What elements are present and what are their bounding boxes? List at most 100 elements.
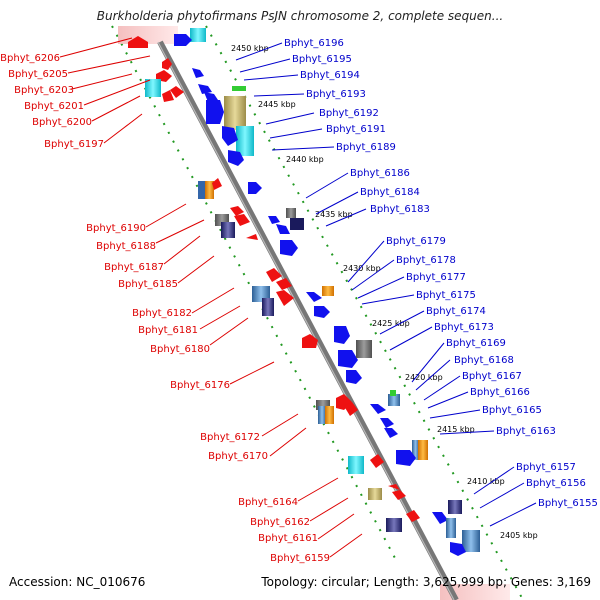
gene-label-right[interactable]: Bphyt_6178 <box>396 255 456 266</box>
gene-arrow[interactable] <box>128 36 148 48</box>
gene-label-left[interactable]: Bphyt_6180 <box>150 344 210 355</box>
gene-arrow[interactable] <box>380 418 394 428</box>
gene-block[interactable] <box>316 400 330 410</box>
gene-block[interactable] <box>236 126 254 156</box>
gene-block[interactable] <box>262 298 274 316</box>
gene-block[interactable] <box>446 518 456 538</box>
gene-arrow[interactable] <box>162 58 172 70</box>
gene-label-left[interactable]: Bphyt_6206 <box>0 53 60 64</box>
gene-arrow[interactable] <box>370 454 384 468</box>
gene-label-right[interactable]: Bphyt_6183 <box>370 204 430 215</box>
gene-block[interactable] <box>221 222 235 238</box>
gene-label-left[interactable]: Bphyt_6162 <box>250 517 310 528</box>
gene-arrow[interactable] <box>392 490 406 500</box>
gene-label-left[interactable]: Bphyt_6187 <box>104 262 164 273</box>
gene-label-left[interactable]: Bphyt_6200 <box>32 117 92 128</box>
gene-block[interactable] <box>386 518 402 532</box>
gene-arrow[interactable] <box>388 484 400 490</box>
gene-label-left[interactable]: Bphyt_6188 <box>96 241 156 252</box>
gene-arrow[interactable] <box>276 278 292 290</box>
gene-label-left[interactable]: Bphyt_6182 <box>132 308 192 319</box>
gene-arrow[interactable] <box>276 290 294 306</box>
gene-arrow[interactable] <box>228 150 244 166</box>
gene-label-left[interactable]: Bphyt_6203 <box>14 85 74 96</box>
gene-arrow[interactable] <box>170 86 184 98</box>
gene-label-right[interactable]: Bphyt_6189 <box>336 142 396 153</box>
gene-block[interactable] <box>356 340 372 358</box>
gene-arrow[interactable] <box>268 216 280 224</box>
gene-arrow[interactable] <box>370 404 386 414</box>
gene-label-right[interactable]: Bphyt_6165 <box>482 405 542 416</box>
gene-arrow[interactable] <box>248 182 262 194</box>
gene-arrow[interactable] <box>334 326 350 344</box>
gene-label-left[interactable]: Bphyt_6161 <box>258 533 318 544</box>
gene-label-right[interactable]: Bphyt_6184 <box>360 187 420 198</box>
gene-arrow[interactable] <box>344 402 358 416</box>
gene-arrow[interactable] <box>230 206 244 216</box>
gene-label-right[interactable]: Bphyt_6163 <box>496 426 556 437</box>
gene-block[interactable] <box>232 86 246 91</box>
gene-block[interactable] <box>190 28 206 42</box>
gene-block[interactable] <box>418 440 428 460</box>
gene-arrow[interactable] <box>212 178 222 190</box>
gene-block[interactable] <box>145 79 161 97</box>
gene-label-left[interactable]: Bphyt_6201 <box>24 101 84 112</box>
gene-arrow[interactable] <box>206 100 224 124</box>
gene-label-left[interactable]: Bphyt_6205 <box>8 69 68 80</box>
gene-label-left[interactable]: Bphyt_6172 <box>200 432 260 443</box>
gene-label-left[interactable]: Bphyt_6190 <box>86 223 146 234</box>
gene-arrow[interactable] <box>396 450 416 466</box>
gene-label-left[interactable]: Bphyt_6185 <box>118 279 178 290</box>
gene-label-right[interactable]: Bphyt_6168 <box>454 355 514 366</box>
gene-block[interactable] <box>325 406 334 424</box>
gene-arrow[interactable] <box>338 350 358 368</box>
gene-label-right[interactable]: Bphyt_6186 <box>350 168 410 179</box>
gene-arrow[interactable] <box>222 126 238 146</box>
gene-arrow[interactable] <box>234 214 250 226</box>
gene-label-left[interactable]: Bphyt_6164 <box>238 497 298 508</box>
gene-label-right[interactable]: Bphyt_6166 <box>470 387 530 398</box>
gene-arrow[interactable] <box>302 334 318 348</box>
gene-label-right[interactable]: Bphyt_6157 <box>516 462 576 473</box>
gene-label-right[interactable]: Bphyt_6155 <box>538 498 598 509</box>
gene-block[interactable] <box>198 181 206 199</box>
gene-block[interactable] <box>224 96 246 130</box>
gene-block[interactable] <box>286 208 296 218</box>
gene-label-left[interactable]: Bphyt_6170 <box>208 451 268 462</box>
gene-arrow[interactable] <box>450 542 466 556</box>
gene-label-left[interactable]: Bphyt_6197 <box>44 139 104 150</box>
gene-arrow[interactable] <box>192 68 204 78</box>
gene-block[interactable] <box>390 390 396 396</box>
gene-arrow[interactable] <box>384 428 398 438</box>
gene-arrow[interactable] <box>174 34 192 46</box>
gene-label-right[interactable]: Bphyt_6175 <box>416 290 476 301</box>
gene-label-right[interactable]: Bphyt_6156 <box>526 478 586 489</box>
gene-label-right[interactable]: Bphyt_6194 <box>300 70 360 81</box>
gene-arrow[interactable] <box>276 224 290 234</box>
gene-block[interactable] <box>318 406 326 424</box>
gene-label-right[interactable]: Bphyt_6191 <box>326 124 386 135</box>
gene-label-right[interactable]: Bphyt_6174 <box>426 306 486 317</box>
gene-arrow[interactable] <box>314 306 330 318</box>
gene-arrow[interactable] <box>204 92 218 102</box>
gene-label-right[interactable]: Bphyt_6173 <box>434 322 494 333</box>
gene-block[interactable] <box>348 456 364 474</box>
gene-block[interactable] <box>205 181 214 199</box>
gene-label-right[interactable]: Bphyt_6169 <box>446 338 506 349</box>
gene-block[interactable] <box>448 500 462 514</box>
gene-label-left[interactable]: Bphyt_6159 <box>270 553 330 564</box>
gene-label-right[interactable]: Bphyt_6193 <box>306 89 366 100</box>
gene-arrow[interactable] <box>346 370 362 384</box>
gene-block[interactable] <box>290 218 304 230</box>
gene-label-right[interactable]: Bphyt_6167 <box>462 371 522 382</box>
gene-block[interactable] <box>388 394 400 406</box>
gene-arrow[interactable] <box>198 84 212 94</box>
gene-block[interactable] <box>412 440 419 460</box>
gene-arrow[interactable] <box>306 292 322 302</box>
gene-label-right[interactable]: Bphyt_6192 <box>319 108 379 119</box>
gene-arrow[interactable] <box>266 268 282 282</box>
gene-arrow[interactable] <box>406 510 420 522</box>
gene-label-right[interactable]: Bphyt_6179 <box>386 236 446 247</box>
gene-arrow[interactable] <box>432 512 448 524</box>
gene-label-right[interactable]: Bphyt_6196 <box>284 38 344 49</box>
